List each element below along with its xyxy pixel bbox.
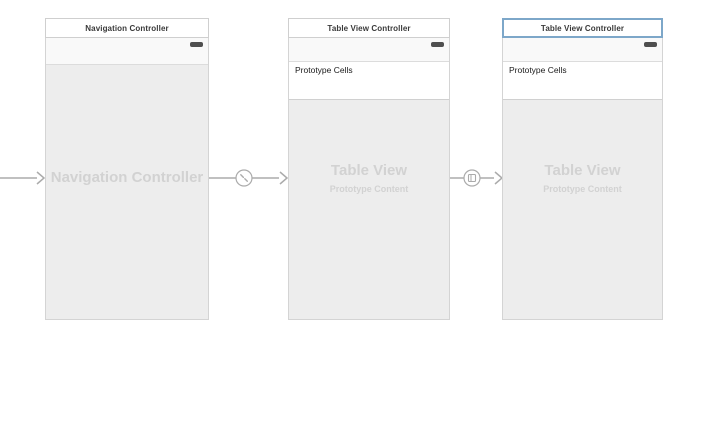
navigation-controller-content[interactable]: Navigation Controller [46,65,208,319]
scene-title: Table View Controller [540,23,625,33]
table-view-content[interactable]: Table View Prototype Content [289,100,449,319]
scene-title: Table View Controller [327,23,411,33]
relationship-segue[interactable] [209,167,289,189]
prototype-cells-label: Prototype Cells [509,65,567,75]
show-segue-icon [467,173,477,183]
watermark: Table View Prototype Content [503,162,662,195]
table-view[interactable]: Prototype Cells Table View Prototype Con… [502,38,663,320]
watermark: Table View Prototype Content [289,162,449,195]
relationship-segue-badge[interactable] [235,169,253,187]
prototype-cells-header[interactable]: Prototype Cells [289,62,449,78]
prototype-cells-header[interactable]: Prototype Cells [503,62,662,78]
scene-table-view-controller[interactable]: Table View Controller Prototype Cells Ta… [288,18,450,320]
watermark-sublabel: Prototype Content [329,184,409,194]
prototype-cells-label: Prototype Cells [295,65,353,75]
scene-navigation-controller[interactable]: Navigation Controller Navigation Control… [45,18,209,320]
scene-titlebar[interactable]: Table View Controller [288,18,450,38]
status-bar [503,38,662,62]
prototype-cell[interactable] [503,78,662,100]
battery-icon [190,42,203,47]
watermark-label: Navigation Controller [50,169,204,186]
scene-title: Navigation Controller [85,23,169,33]
link-icon [240,174,248,183]
table-view[interactable]: Prototype Cells Table View Prototype Con… [288,38,450,320]
prototype-cell[interactable] [289,78,449,100]
show-segue-badge[interactable] [463,169,481,187]
battery-icon [644,42,657,47]
watermark-sublabel: Prototype Content [543,184,622,194]
show-segue[interactable] [450,167,503,189]
navigation-controller-view[interactable]: Navigation Controller [45,38,209,320]
initial-view-controller-arrow[interactable] [0,167,46,189]
battery-icon [431,42,444,47]
scene-titlebar[interactable]: Navigation Controller [45,18,209,38]
navigation-bar[interactable] [46,38,208,65]
watermark: Navigation Controller [46,169,208,187]
status-bar [289,38,449,62]
scene-table-view-controller-selected[interactable]: Table View Controller Prototype Cells Ta… [502,18,663,320]
table-view-content[interactable]: Table View Prototype Content [503,100,662,319]
scene-titlebar-selected[interactable]: Table View Controller [502,18,663,38]
watermark-label: Table View [330,162,408,179]
watermark-label: Table View [544,162,621,179]
